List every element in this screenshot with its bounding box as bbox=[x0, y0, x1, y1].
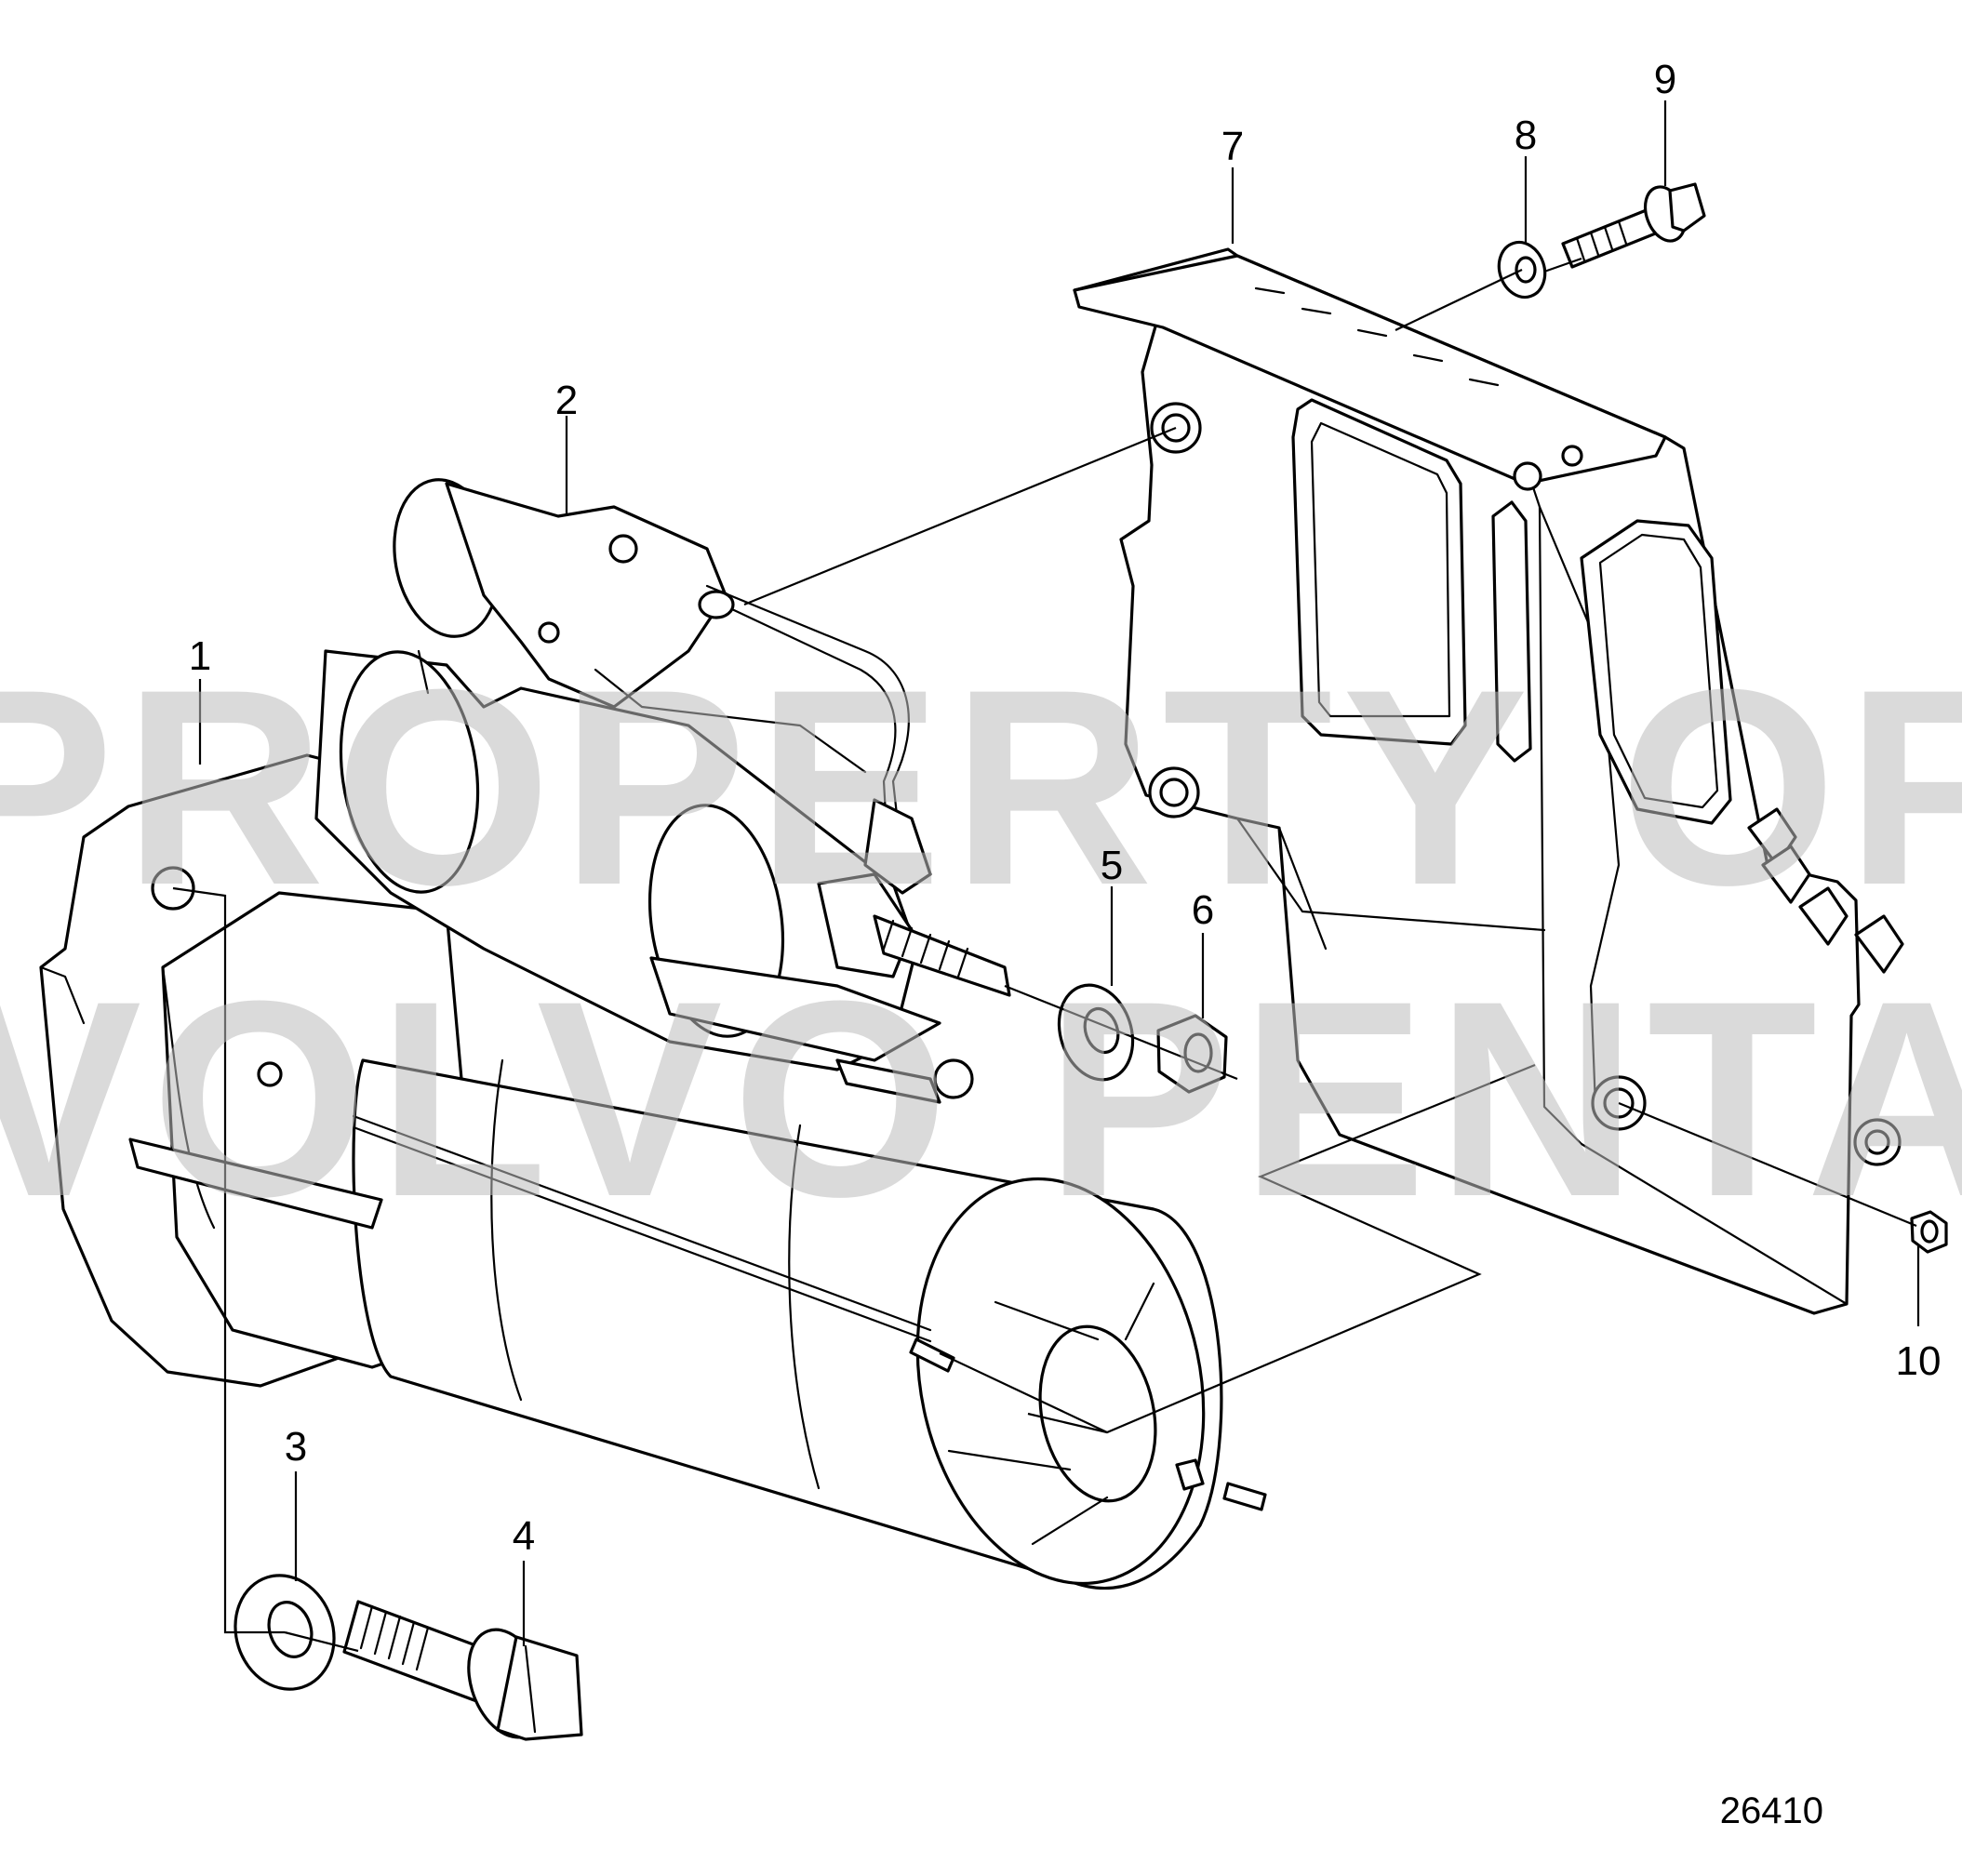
callout-labels: 1 2 3 4 5 6 7 8 9 10 bbox=[189, 57, 1942, 1559]
callout-9: 9 bbox=[1654, 57, 1676, 102]
screw-top bbox=[1561, 182, 1706, 269]
bracket bbox=[1073, 247, 1904, 1315]
callout-10: 10 bbox=[1896, 1338, 1942, 1384]
watermark: PROPERTY OF VOLVO PENTA bbox=[0, 631, 1962, 1255]
solenoid bbox=[314, 478, 1011, 1104]
watermark-line-1: PROPERTY OF bbox=[0, 631, 1962, 943]
washer-stud bbox=[1057, 983, 1135, 1082]
flange-screw bbox=[342, 1600, 583, 1741]
figure-reference-number: 26410 bbox=[1720, 1790, 1823, 1831]
callout-4: 4 bbox=[513, 1513, 535, 1559]
assembly-lines bbox=[172, 257, 1917, 1653]
callout-6: 6 bbox=[1192, 887, 1214, 933]
watermark-line-2: VOLVO PENTA bbox=[0, 942, 1962, 1255]
callout-5: 5 bbox=[1101, 843, 1123, 888]
callout-1: 1 bbox=[189, 633, 211, 679]
callout-8: 8 bbox=[1515, 113, 1537, 158]
starter-motor bbox=[39, 753, 1267, 1590]
callout-7: 7 bbox=[1221, 124, 1244, 169]
nut-stud bbox=[1156, 1014, 1228, 1094]
callout-leaders bbox=[198, 100, 1920, 1646]
callout-3: 3 bbox=[285, 1424, 307, 1470]
nut-bracket bbox=[1910, 1210, 1948, 1254]
callout-2: 2 bbox=[555, 378, 578, 423]
